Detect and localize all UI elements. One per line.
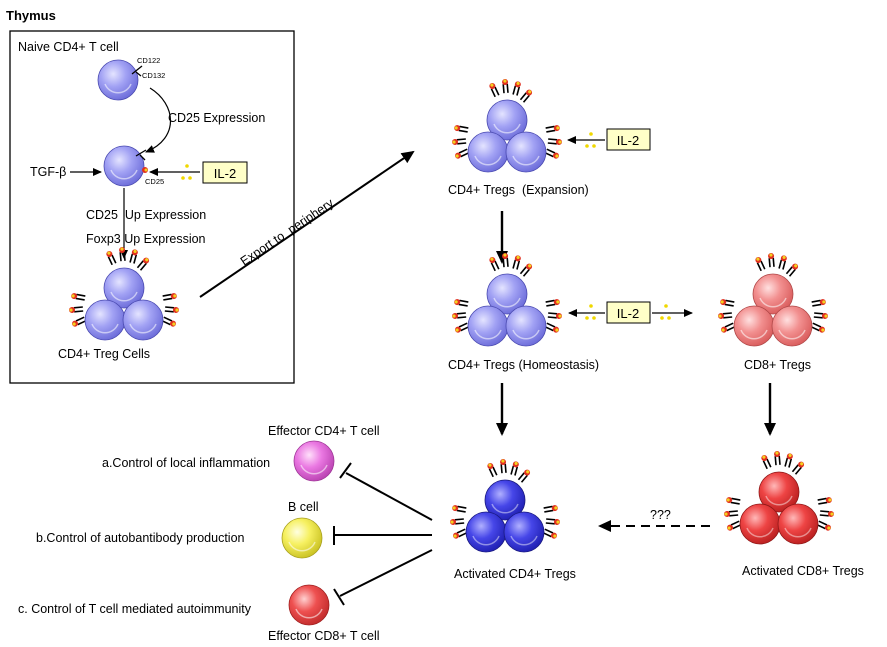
il2-box-homeostasis xyxy=(606,301,651,324)
activated-cd8-label: Activated CD8+ Tregs xyxy=(742,564,864,578)
thymus-treg-label: CD4+ Treg Cells xyxy=(58,347,150,361)
cd8-treg-cluster xyxy=(718,253,828,347)
activated-cd4-label: Activated CD4+ Tregs xyxy=(454,567,576,581)
activated-cd8-cluster xyxy=(724,451,834,545)
naive-cd4-cell xyxy=(97,59,143,101)
b-cell xyxy=(281,517,323,559)
activated-cd4-cluster xyxy=(450,459,560,553)
expansion-treg-cluster xyxy=(452,79,562,173)
thymus-box xyxy=(9,30,295,384)
cd25-expression-label: CD25 Expression xyxy=(168,111,265,125)
il2-dots-thymus xyxy=(181,164,192,180)
inhibition-lines xyxy=(333,462,433,606)
control-b-label: b.Control of autobantibody production xyxy=(36,531,245,545)
il2-dots-homeostasis-right xyxy=(660,304,671,320)
homeostasis-label: CD4+ Tregs (Homeostasis) xyxy=(448,358,599,372)
effector-cd4-label: Effector CD4+ T cell xyxy=(268,424,380,438)
cd25-expressing-cell xyxy=(103,145,148,187)
cd25-label: CD25 xyxy=(145,177,164,186)
cd25-up-label: CD25 Up Expression xyxy=(86,208,206,222)
il2-label-expansion: IL-2 xyxy=(617,133,639,148)
homeostasis-treg-cluster xyxy=(452,253,562,347)
effector-cd8-label: Effector CD8+ T cell xyxy=(268,629,380,643)
il2-box-expansion xyxy=(606,128,651,151)
export-label: Export to periphery xyxy=(238,195,337,268)
effector-cd8-cell xyxy=(288,584,330,626)
control-c-label: c. Control of T cell mediated autoimmuni… xyxy=(18,602,252,616)
expansion-label: CD4+ Tregs (Expansion) xyxy=(448,183,589,197)
cd122-label: CD122 xyxy=(137,56,160,65)
naive-cd4-label: Naive CD4+ T cell xyxy=(18,40,119,54)
b-cell-label: B cell xyxy=(288,500,319,514)
foxp3-up-label: Foxp3 Up Expression xyxy=(86,232,206,246)
il2-box-thymus xyxy=(202,161,248,184)
thymus-title: Thymus xyxy=(6,8,56,23)
effector-cd4-cell xyxy=(293,440,335,482)
il2-label-homeostasis: IL-2 xyxy=(617,306,639,321)
control-a-label: a.Control of local inflammation xyxy=(102,456,270,470)
unknown-label: ??? xyxy=(650,508,671,522)
cd8-tregs-label: CD8+ Tregs xyxy=(744,358,811,372)
tgf-beta-label: TGF-β xyxy=(30,165,66,179)
thymus-treg-cluster xyxy=(69,247,179,341)
cd25-expression-arrow xyxy=(145,87,171,153)
il2-dots-expansion xyxy=(585,132,596,148)
cd132-label: CD132 xyxy=(142,71,165,80)
export-arrow xyxy=(199,150,415,298)
il2-label-thymus: IL-2 xyxy=(214,166,236,181)
il2-dots-homeostasis-left xyxy=(585,304,596,320)
